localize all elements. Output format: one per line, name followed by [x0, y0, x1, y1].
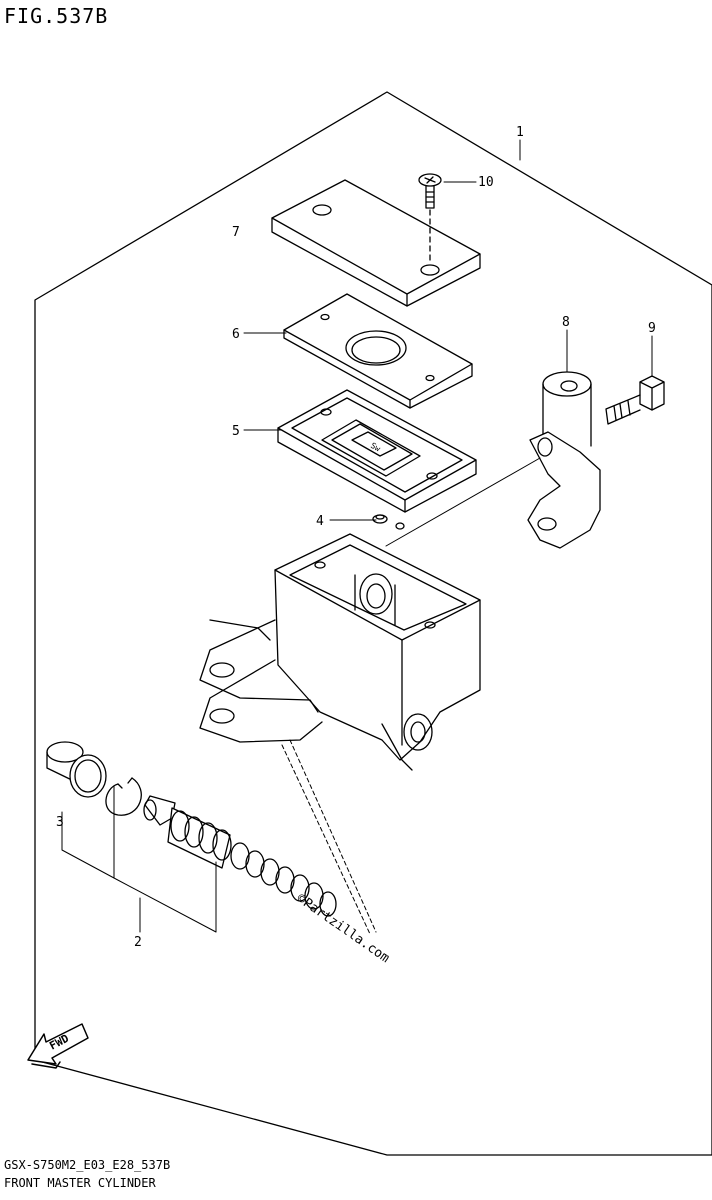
callout-3: 3 [56, 815, 64, 830]
callout-7: 7 [232, 225, 240, 240]
leader-lines [61, 139, 653, 935]
part-retainer [372, 514, 405, 530]
part-reservoir-cap [271, 179, 481, 307]
fwd-arrow-icon: FWD [27, 1023, 89, 1069]
callout-4: 4 [316, 514, 324, 529]
figure-title: FIG.537B [4, 4, 109, 28]
svg-text:Sw: Sw [369, 441, 382, 454]
callout-2: 2 [134, 935, 142, 950]
part-boot [46, 741, 107, 798]
part-diaphragm-plate [283, 293, 473, 409]
callout-8: 8 [562, 315, 570, 330]
footer-name: FRONT MASTER CYLINDER [4, 1176, 156, 1190]
callout-6: 6 [232, 327, 240, 342]
assembly-boundary [34, 91, 712, 1156]
footer-code: GSX-S750M2_E03_E28_537B [4, 1158, 171, 1172]
part-circlip [105, 777, 142, 816]
part-screw [418, 173, 442, 261]
callout-5: 5 [232, 424, 240, 439]
callout-9: 9 [648, 321, 656, 336]
callout-1: 1 [516, 125, 524, 140]
watermark: ©Partzilla.com [294, 891, 393, 966]
part-master-cylinder-body [199, 533, 481, 771]
callout-10: 10 [478, 175, 494, 190]
part-clamp-bolt [605, 375, 665, 425]
part-diaphragm: Sw [277, 389, 477, 513]
part-holder-clamp [527, 371, 601, 549]
part-piston-spring [143, 795, 337, 917]
